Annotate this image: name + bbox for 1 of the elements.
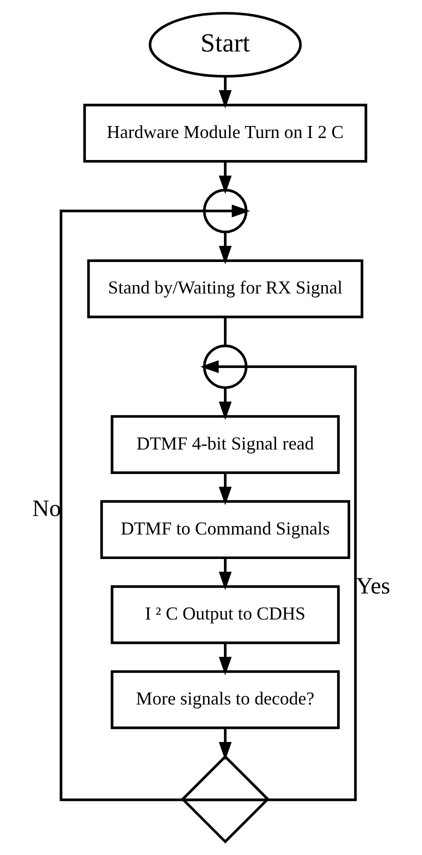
edge-label: Yes <box>355 574 390 600</box>
